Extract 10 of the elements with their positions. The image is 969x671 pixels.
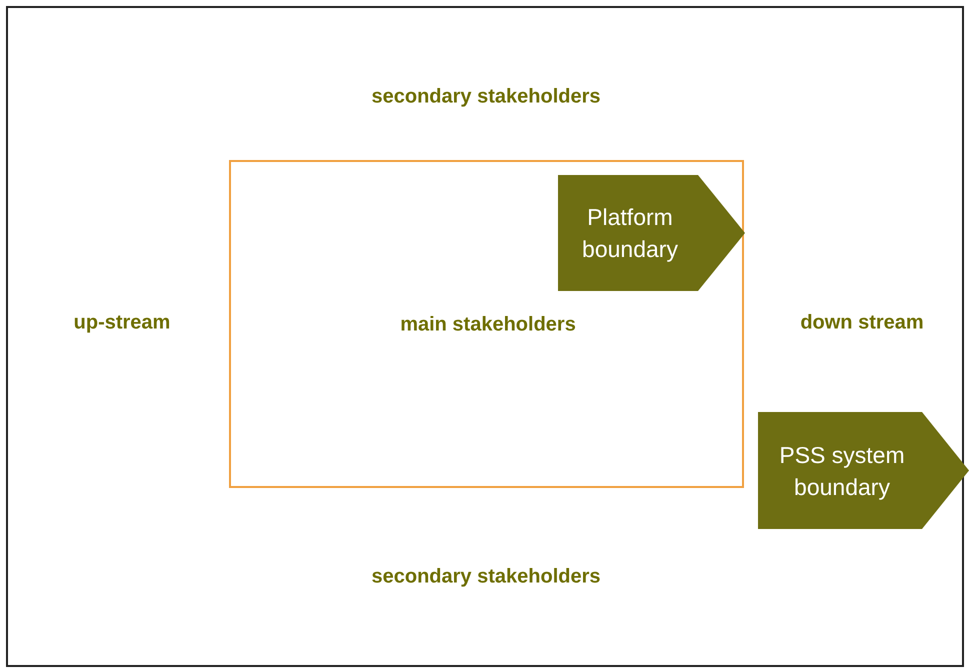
region-label: down stream (800, 312, 924, 334)
group-label: main stakeholders (400, 314, 576, 336)
boundary-arrow (558, 175, 745, 291)
region-label: secondary stakeholders (372, 86, 600, 108)
boundary-box (229, 160, 744, 488)
boundary-label: PSS system boundary (778, 440, 906, 502)
region-label: up-stream (74, 312, 170, 334)
boundary-label: Platform boundary (581, 203, 679, 264)
region-label: secondary stakeholders (372, 566, 600, 588)
boundary-arrow (758, 412, 969, 529)
